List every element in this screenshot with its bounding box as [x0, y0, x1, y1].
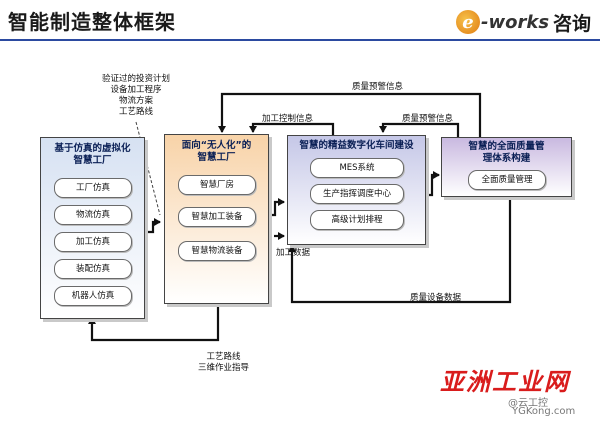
eworks-logo: e -works 咨询 [456, 8, 591, 36]
item-smart-logistics-equipment: 智慧物流装备 [178, 241, 256, 261]
arrow-workshop-to-unmanned [249, 122, 335, 141]
label-quality-warning-top: 质量预警信息 [352, 82, 404, 92]
arrow-unmanned-to-virtual [88, 302, 220, 342]
item-production-dispatch-center: 生产指挥调度中心 [310, 184, 404, 204]
item-robot-simulation: 机器人仿真 [54, 286, 132, 306]
logo-cn-text: 咨询 [553, 12, 592, 35]
arrow-quality-to-unmanned [218, 92, 482, 143]
logo-works-text: -works [481, 11, 550, 33]
item-advanced-planning: 高级计划排程 [310, 210, 404, 230]
arrow-virtual-to-unmanned [143, 218, 161, 234]
panel-virtual-factory: 基于仿真的虚拟化 智慧工厂 工厂仿真 物流仿真 加工仿真 装配仿真 机器人仿真 [40, 137, 145, 319]
note-process-route: 工艺路线 三维作业指导 [198, 352, 250, 373]
item-logistics-simulation: 物流仿真 [54, 205, 132, 225]
note-investment-plan: 验证过的投资计划 设备加工程序 物流方案 工艺路线 [102, 74, 171, 117]
panel-virtual-factory-title: 基于仿真的虚拟化 智慧工厂 [54, 143, 131, 166]
label-quality-equipment-data: 质量设备数据 [410, 293, 462, 303]
item-smart-machining-equipment: 智慧加工装备 [178, 207, 256, 227]
label-process-data: 加工数据 [276, 248, 311, 258]
arrow-workshop-to-quality [424, 171, 440, 197]
item-smart-plant: 智慧厂房 [178, 175, 256, 195]
panel-quality-management-title: 智慧的全面质量管 理体系构建 [468, 141, 545, 164]
arrow-unmanned-to-workshop [267, 198, 285, 217]
arrow-quality-equipment-data [288, 195, 512, 304]
item-total-quality-management: 全面质量管理 [468, 170, 546, 190]
watermark-url: YGKong.com [512, 406, 576, 417]
arrow-quality-to-workshop [379, 122, 460, 143]
label-quality-warning-mid: 质量预警信息 [402, 114, 454, 124]
panel-unmanned-factory-title: 面向“无人化”的 智慧工厂 [181, 140, 252, 163]
logo-e-icon: e [456, 10, 480, 34]
watermark-text: 亚洲工业网 [440, 367, 570, 396]
header-divider [0, 39, 600, 41]
panel-unmanned-factory: 面向“无人化”的 智慧工厂 智慧厂房 智慧加工装备 智慧物流装备 [164, 134, 269, 304]
item-assembly-simulation: 装配仿真 [54, 259, 132, 279]
panel-lean-workshop-title: 智慧的精益数字化车间建设 [299, 140, 414, 151]
item-machining-simulation: 加工仿真 [54, 232, 132, 252]
page-title: 智能制造整体框架 [8, 10, 176, 34]
item-factory-simulation: 工厂仿真 [54, 178, 132, 198]
panel-lean-workshop: 智慧的精益数字化车间建设 MES系统 生产指挥调度中心 高级计划排程 [287, 135, 426, 245]
label-process-control: 加工控制信息 [262, 114, 314, 124]
watermark-sub: @云工控 [508, 398, 548, 409]
item-mes-system: MES系统 [310, 158, 404, 178]
panel-quality-management: 智慧的全面质量管 理体系构建 全面质量管理 [441, 137, 572, 197]
